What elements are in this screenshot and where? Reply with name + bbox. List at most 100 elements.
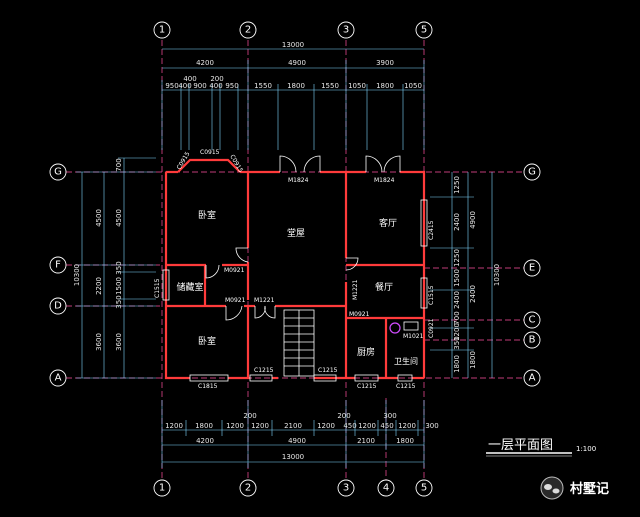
room-living-room: 客厅 — [379, 217, 397, 229]
dim-bottom-row2-3: 1200 — [251, 422, 269, 430]
dim-top-small-0: 400 — [183, 75, 196, 83]
dim-left-inner-5: 3600 — [115, 333, 123, 351]
axis-label-left-F: F — [55, 260, 61, 271]
axis-label-bottom-4: 4 — [383, 483, 389, 494]
dim-right-inner-8: 1800 — [453, 355, 461, 373]
watermark-logo-icon — [540, 476, 564, 500]
dim-top-small-1: 200 — [210, 75, 223, 83]
axis-label-right-G: G — [528, 167, 536, 178]
dim-top-row1-1: 4900 — [288, 59, 306, 67]
code-c1515-right: C1515 — [428, 285, 435, 305]
dim-bottom-row2-5: 1200 — [317, 422, 335, 430]
dim-top-row2-10: 1050 — [404, 82, 422, 90]
code-m0921-storage: M0921 — [224, 267, 245, 274]
dim-bottom-row2-8: 450 — [380, 422, 393, 430]
dim-bottom-row2-9: 1200 — [398, 422, 416, 430]
axis-label-right-E: E — [529, 263, 535, 274]
dim-bottom-row2-1: 1800 — [195, 422, 213, 430]
code-c1215-b: C1215 — [318, 367, 338, 374]
code-c2415: C2415 — [428, 220, 435, 240]
axis-grid — [66, 40, 540, 480]
axis-label-top-3: 3 — [343, 25, 349, 36]
dim-right-inner-0: 1250 — [453, 176, 461, 194]
drawing-scale: 1:100 — [576, 445, 596, 453]
dim-bottom-row2-7: 1200 — [358, 422, 376, 430]
axis-label-right-C: C — [529, 315, 536, 326]
dim-left-inner-0: 700 — [115, 158, 123, 171]
dim-top-row1-2: 3900 — [376, 59, 394, 67]
openings — [162, 155, 428, 382]
dim-top-row2-6: 1800 — [287, 82, 305, 90]
dim-right-inner-6: 1200 — [453, 323, 461, 341]
dim-bottom-row2-0: 1200 — [165, 422, 183, 430]
dim-right-inner-2: 1250 — [453, 249, 461, 267]
dim-left-total: 10300 — [73, 264, 81, 286]
dim-bottom-row2-10: 300 — [425, 422, 438, 430]
code-c1815: C1815 — [198, 383, 218, 390]
dim-bottom-row1-3: 1800 — [396, 437, 414, 445]
dim-top-row2-8: 1050 — [348, 82, 366, 90]
axis-label-right-A: A — [529, 373, 536, 384]
dim-right-inner-5: 700 — [453, 311, 461, 324]
code-c1215-d: C1215 — [396, 383, 416, 390]
axis-label-right-B: B — [529, 335, 536, 346]
dim-left-inner-4: 350 — [115, 295, 123, 308]
axis-label-top-5: 5 — [421, 25, 427, 36]
dim-left-outer-2: 3600 — [95, 333, 103, 351]
code-m1221-dining: M1221 — [352, 279, 359, 300]
dim-top-row2-9: 1800 — [376, 82, 394, 90]
dim-left-outer-1: 2200 — [95, 277, 103, 295]
code-c1215-a: C1215 — [254, 367, 274, 374]
code-m0921-kitchen: M0921 — [349, 311, 370, 318]
axis-label-bottom-5: 5 — [421, 483, 427, 494]
room-dining: 餐厅 — [375, 281, 393, 293]
room-storage: 储藏室 — [176, 281, 203, 293]
dim-right-total: 10300 — [493, 264, 501, 286]
walls — [164, 158, 426, 380]
fixture-circle — [389, 322, 401, 334]
dim-bottom-row2-4: 2100 — [284, 422, 302, 430]
code-m1221-hall: M1221 — [254, 297, 275, 304]
dim-right-inner-4: 2400 — [453, 291, 461, 309]
dim-left-inner-3: 1500 — [115, 277, 123, 295]
dim-left-inner-2: 350 — [115, 261, 123, 274]
dim-left-outer-0: 4500 — [95, 209, 103, 227]
dim-bottom-small-2: 300 — [383, 412, 396, 420]
room-bedroom-south: 卧室 — [198, 335, 216, 347]
dim-bottom-row2-2: 1200 — [226, 422, 244, 430]
code-m1824-hall: M1824 — [288, 177, 309, 184]
dim-bottom-row1-2: 2100 — [357, 437, 375, 445]
dim-top-row2-1: 400 — [178, 82, 191, 90]
dim-top-row2-4: 950 — [225, 82, 238, 90]
drawing-title: 一层平面图 — [488, 438, 553, 453]
code-c0921: C0921 — [428, 318, 435, 338]
axis-label-bottom-3: 3 — [343, 483, 349, 494]
axis-label-bottom-1: 1 — [159, 483, 165, 494]
axis-label-bottom-2: 2 — [245, 483, 251, 494]
axis-label-left-A: A — [55, 373, 62, 384]
room-bedroom-north: 卧室 — [198, 209, 216, 221]
dim-bottom-small-1: 200 — [337, 412, 350, 420]
dim-top-row1-0: 4200 — [196, 59, 214, 67]
code-c1215-c: C1215 — [357, 383, 377, 390]
dim-top-row2-2: 900 — [193, 82, 206, 90]
watermark-text: 村墅记 — [570, 481, 609, 497]
dim-top-row2-7: 1550 — [321, 82, 339, 90]
dim-right-outer-2: 1800 — [469, 351, 477, 369]
axis-label-top-1: 1 — [159, 25, 165, 36]
room-main-hall: 堂屋 — [287, 227, 305, 239]
dim-top-row2-3: 400 — [209, 82, 222, 90]
room-kitchen: 厨房 — [357, 346, 375, 358]
dim-bottom-small-0: 200 — [243, 412, 256, 420]
dim-right-inner-3: 1500 — [453, 269, 461, 287]
dim-right-outer-1: 2400 — [469, 285, 477, 303]
axis-bubbles — [49, 21, 541, 497]
code-m0921-bedroom: M0921 — [225, 297, 246, 304]
dim-top-row2-5: 1550 — [254, 82, 272, 90]
dim-left-inner-1: 4500 — [115, 209, 123, 227]
dim-bottom-total: 13000 — [282, 453, 304, 461]
dim-bottom-row1-1: 4900 — [288, 437, 306, 445]
dim-top-row2-0: 950 — [165, 82, 178, 90]
